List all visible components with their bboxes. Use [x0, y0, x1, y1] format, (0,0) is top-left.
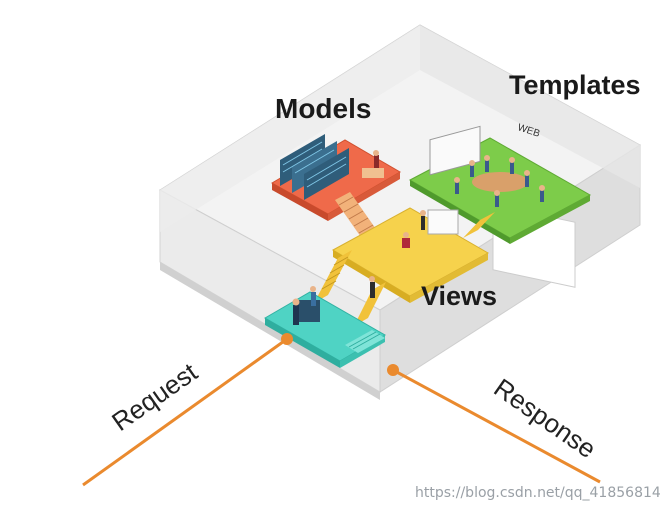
models-label: Models — [275, 93, 371, 124]
views-person-1 — [402, 238, 410, 248]
templates-people — [454, 155, 545, 207]
response-label: Response — [489, 372, 602, 464]
views-person-1-head — [403, 232, 409, 238]
views-person-3-head — [369, 276, 375, 282]
views-label: Views — [421, 281, 497, 311]
building-front-wall-left — [160, 262, 380, 400]
templates-whiteboard — [429, 125, 481, 176]
request-steps — [345, 330, 385, 353]
models-person — [374, 155, 379, 168]
request-arrow — [82, 333, 293, 487]
models-person-head — [373, 150, 379, 156]
templates-floor-edge — [410, 180, 510, 244]
stairs-views-templates — [463, 212, 495, 238]
models-desk — [362, 168, 384, 178]
views-person-2-head — [420, 210, 426, 216]
views-person-3 — [370, 282, 375, 298]
building-inner-back-right — [420, 25, 640, 188]
response-arrow-dot — [387, 364, 399, 376]
server-racks — [280, 134, 349, 200]
views-room — [314, 207, 495, 326]
views-floor-edge-right — [410, 253, 488, 303]
request-person-2-head — [310, 286, 316, 292]
request-person-2 — [311, 292, 316, 306]
models-floor-edge — [272, 183, 328, 221]
building-inner-back-left — [160, 25, 420, 232]
templates-label: Templates — [509, 70, 641, 100]
stairs-views-request-2 — [354, 282, 386, 326]
templates-floor-edge-right — [510, 195, 590, 244]
watermark: https://blog.csdn.net/qq_41856814 — [415, 485, 661, 501]
templates-room: WEB — [408, 122, 592, 288]
request-person-1-head — [292, 298, 300, 306]
views-board — [427, 209, 459, 235]
request-room — [263, 286, 387, 368]
request-floor-edge — [265, 318, 340, 368]
views-person-2 — [421, 216, 425, 230]
request-person-1 — [293, 305, 299, 325]
meeting-table — [472, 172, 528, 192]
request-arrow-dot — [281, 333, 293, 345]
response-arrow — [387, 364, 601, 484]
request-label: Request — [106, 356, 203, 437]
stairs-models-views — [335, 192, 378, 240]
